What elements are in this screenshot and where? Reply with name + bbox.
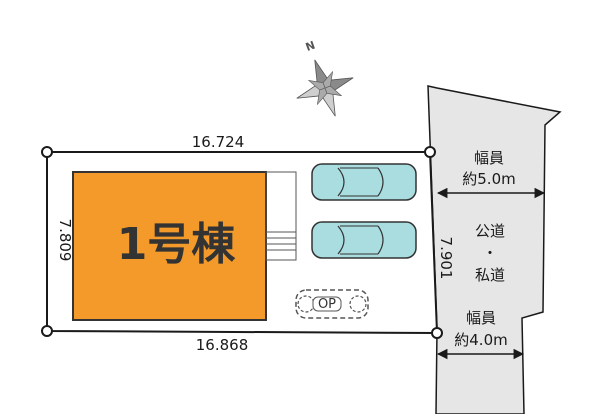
road-type-line1: 公道 — [475, 222, 505, 240]
lot-right-depth: 7.901 — [437, 237, 455, 280]
road-area — [427, 85, 562, 414]
building-1 — [72, 171, 267, 321]
lot-corner-marker — [424, 146, 436, 158]
road-upper-width-label: 幅員 — [474, 149, 504, 167]
optional-parking — [295, 289, 369, 319]
entrance-steps — [265, 171, 297, 261]
lot-corner-marker — [41, 325, 53, 337]
lot-corner-marker — [41, 146, 53, 158]
parking-car-2 — [311, 221, 417, 259]
lot-corner-marker — [431, 327, 443, 339]
lot-left-depth: 7.809 — [56, 219, 74, 262]
lot-top-width: 16.724 — [192, 133, 245, 151]
optional-parking-label: OP — [318, 297, 336, 312]
road-lower-width-label: 幅員 — [466, 309, 496, 327]
parking-car-1 — [311, 163, 417, 201]
compass-north-label: N — [304, 39, 317, 54]
building-label: 1号棟 — [117, 219, 237, 270]
lot-bottom-width: 16.868 — [196, 336, 249, 354]
road-lower-width-value: 約4.0m — [454, 331, 507, 349]
compass-rose-icon — [296, 59, 354, 117]
road-type-line2: 私道 — [475, 266, 505, 284]
road-type-separator: ・ — [482, 244, 497, 262]
road-upper-width-value: 約5.0m — [462, 170, 515, 188]
